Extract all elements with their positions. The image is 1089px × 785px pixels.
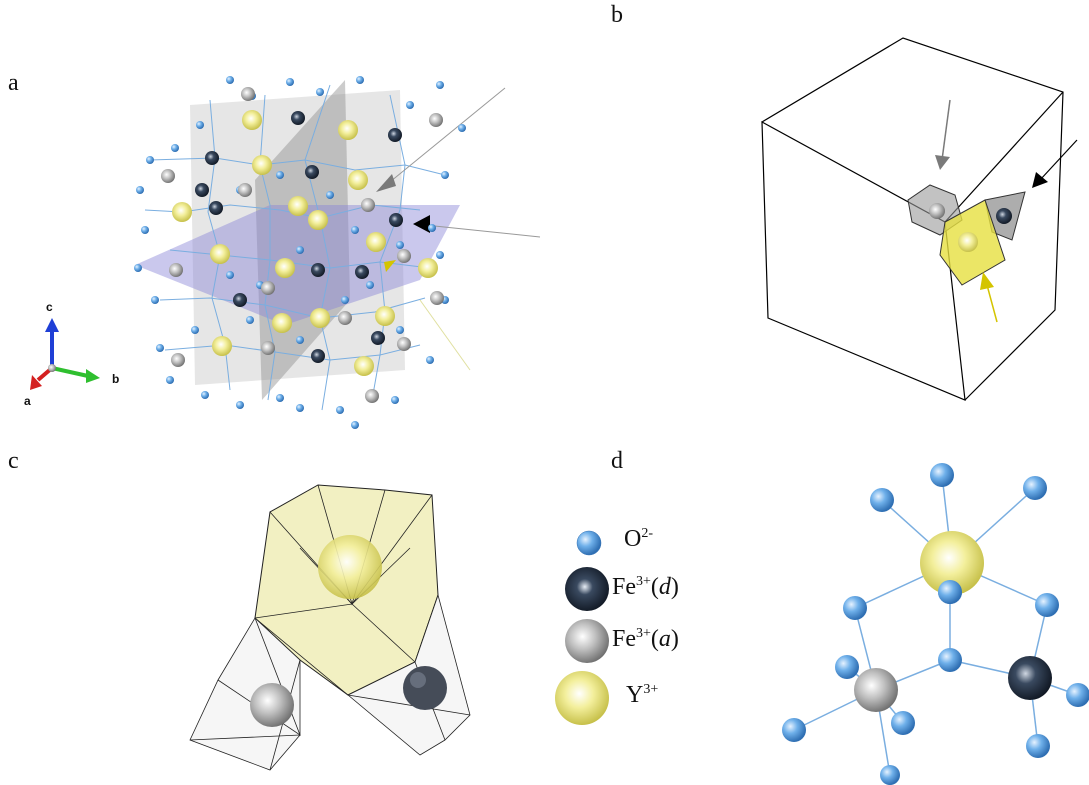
oxygen-legend-icon	[576, 530, 602, 556]
grey-arrow-b	[941, 99, 951, 161]
fe-d-atoms-a	[195, 111, 403, 363]
panel-d-fragment	[782, 463, 1089, 785]
axis-triad	[30, 318, 100, 390]
purple-plane	[135, 205, 460, 325]
fe-d-atom-c	[403, 666, 447, 710]
yttrium-atoms-a	[172, 110, 438, 376]
axis-label-a: a	[24, 394, 31, 408]
y-atom-b	[958, 232, 978, 252]
panel-label-c: c	[8, 448, 19, 474]
panel-b-polyhedra	[907, 99, 1078, 323]
legend-label-fe-a: Fe3+(a)	[612, 626, 679, 652]
black-arrowhead-b	[1032, 172, 1048, 188]
black-arrow-b	[1039, 139, 1078, 181]
legend-label-fe-d: Fe3+(d)	[612, 574, 679, 600]
grey-arrowhead-b	[935, 155, 950, 170]
axis-label-b: b	[112, 372, 120, 386]
panel-label-a: a	[8, 70, 19, 96]
cell-front-face	[761, 120, 966, 401]
grey-plane-back	[190, 90, 405, 385]
fe-a-legend-icon	[565, 619, 609, 663]
panel-label-b: b	[611, 2, 623, 28]
yellow-arrow-b	[986, 284, 998, 323]
fe-a-atom-b	[929, 203, 945, 219]
panel-label-d: d	[611, 448, 623, 474]
y-atom-d	[920, 531, 984, 595]
fe-d-legend-icon	[565, 567, 609, 611]
panel-c-polyhedra	[189, 484, 471, 771]
panel-b-cell	[761, 37, 1064, 401]
axis-label-c: c	[46, 300, 53, 314]
legend-label-oxygen: O2-	[624, 526, 654, 552]
black-arrow-a	[424, 224, 541, 238]
grey-arrowhead-a	[376, 174, 396, 192]
oxygen-atom-d-front	[938, 580, 962, 604]
panel-a-structure	[30, 76, 541, 429]
fe-a-atoms-a	[161, 87, 444, 403]
fe-a-atom-d	[854, 668, 898, 712]
legend-label-yttrium: Y3+	[626, 682, 659, 708]
black-arrowhead-a	[413, 215, 430, 233]
yellow-arrowhead-a	[384, 260, 396, 272]
fe-a-atom-c	[250, 683, 294, 727]
grey-arrow-a	[384, 87, 506, 187]
yttrium-legend-icon	[555, 671, 609, 725]
fe-d-atom-c-highlight	[410, 672, 426, 688]
fe-d-atom-b	[996, 208, 1012, 224]
bonds-d	[793, 474, 1079, 776]
y-atom-c	[318, 535, 382, 599]
yellow-arrowhead-b	[980, 272, 994, 290]
cell-edge-top	[944, 91, 1064, 223]
fe-d-atom-d	[1008, 656, 1052, 700]
yellow-arrow-a	[419, 299, 471, 371]
